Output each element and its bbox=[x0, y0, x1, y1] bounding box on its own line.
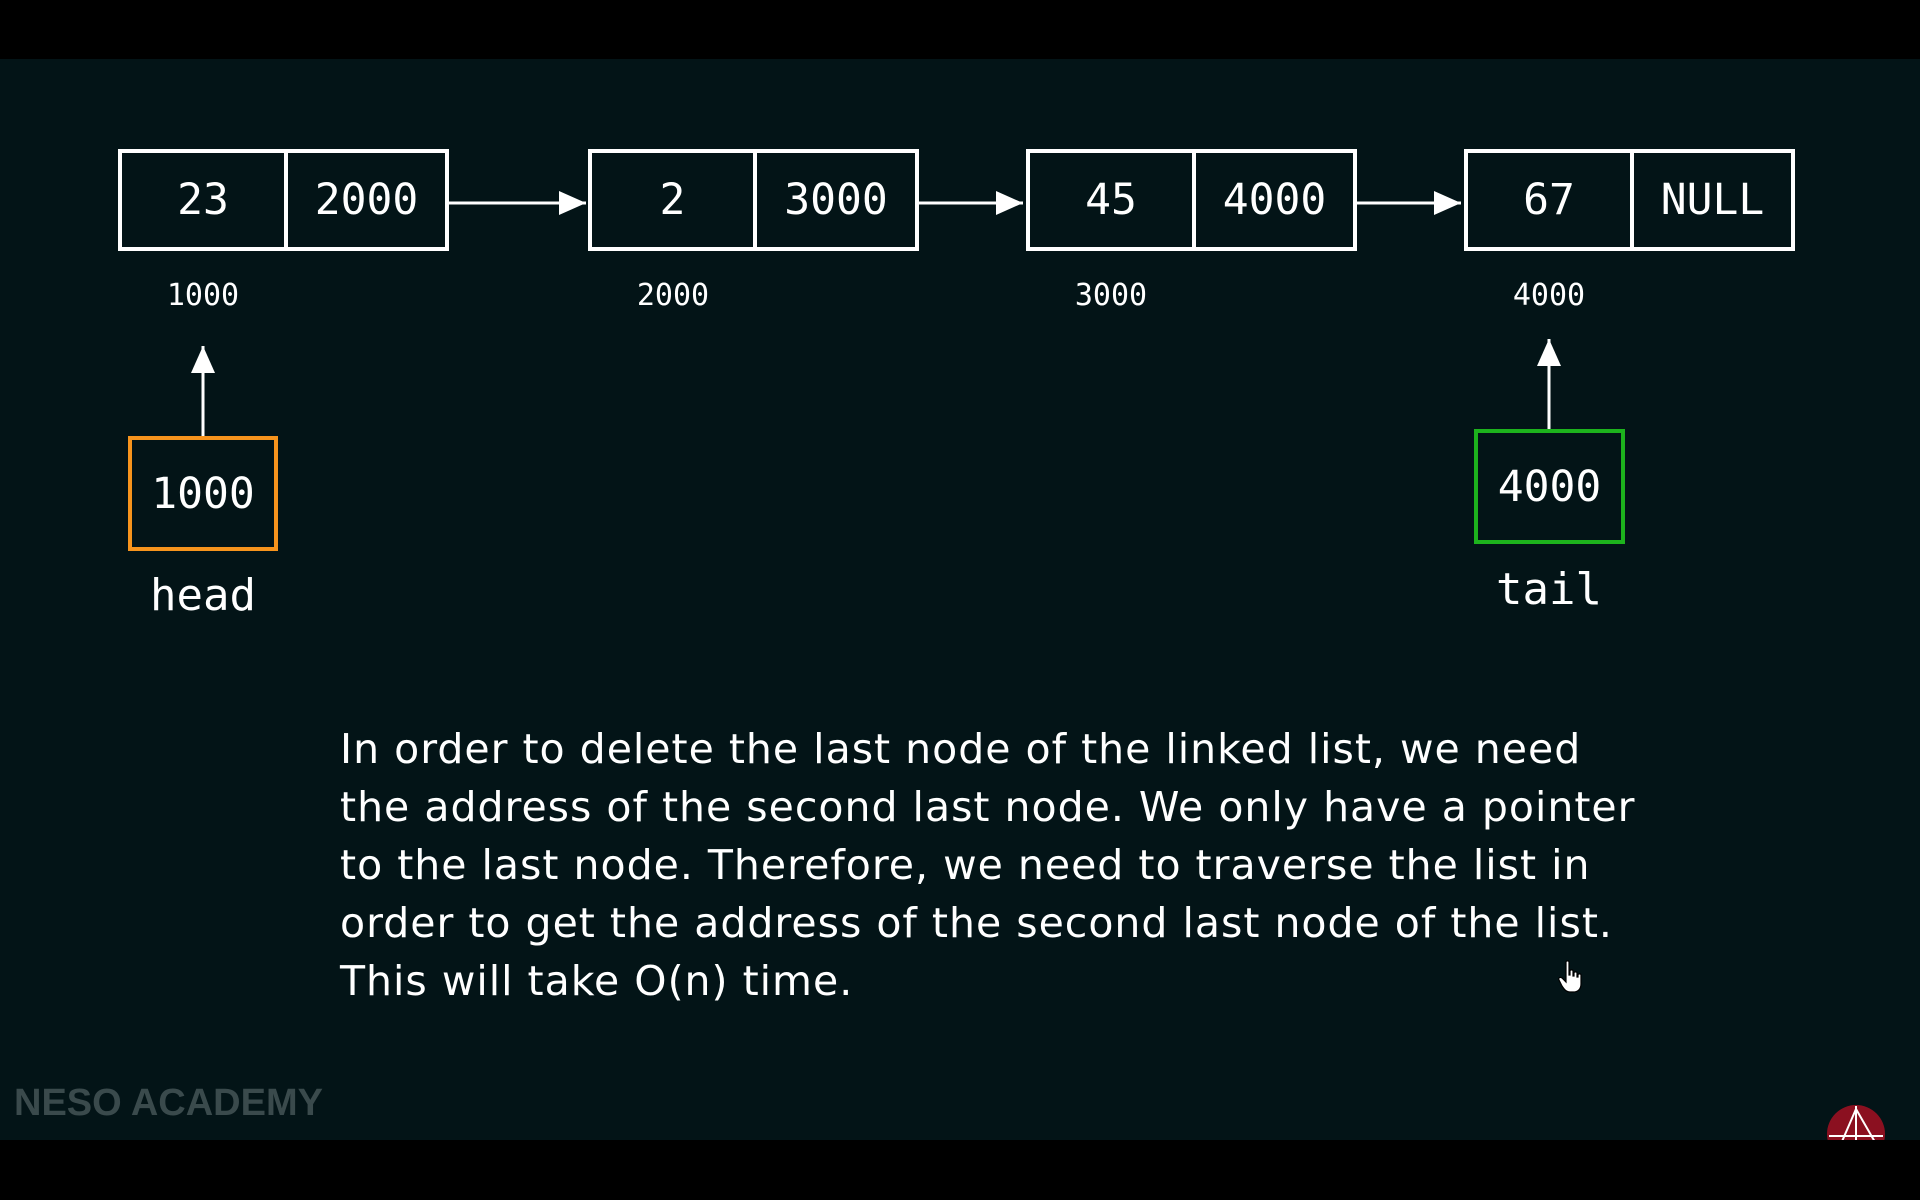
list-node-4: 67 NULL bbox=[1464, 149, 1795, 251]
list-node-2: 2 3000 bbox=[588, 149, 919, 251]
letterbox-top bbox=[0, 0, 1920, 59]
explanation-line-3: to the last node. Therefore, we need to … bbox=[340, 841, 1591, 889]
tail-label: tail bbox=[1496, 564, 1602, 615]
hand-cursor-icon bbox=[1558, 960, 1582, 993]
explanation-line-2: the address of the second last node. We … bbox=[340, 783, 1636, 831]
node-1-address: 1000 bbox=[166, 278, 240, 313]
node-3-data: 45 bbox=[1030, 153, 1196, 247]
neso-academy-watermark: NESO ACADEMY bbox=[14, 1082, 323, 1124]
node-4-next: NULL bbox=[1660, 175, 1765, 225]
tail-pointer-box: 4000 bbox=[1474, 429, 1625, 544]
head-label: head bbox=[150, 570, 256, 621]
node-3-next: 4000 bbox=[1222, 175, 1327, 225]
list-node-3: 45 4000 bbox=[1026, 149, 1357, 251]
letterbox-bottom bbox=[0, 1140, 1920, 1200]
explanation-line-4: order to get the address of the second l… bbox=[340, 899, 1613, 947]
explanation-text: In order to delete the last node of the … bbox=[340, 720, 1670, 1010]
head-pointer-box: 1000 bbox=[128, 436, 278, 551]
list-node-1: 23 2000 bbox=[118, 149, 449, 251]
node-2-data: 2 bbox=[592, 153, 757, 247]
node-1-data: 23 bbox=[122, 153, 288, 247]
node-4-data: 67 bbox=[1468, 153, 1634, 247]
node-3-address: 3000 bbox=[1074, 278, 1148, 313]
node-4-address: 4000 bbox=[1512, 278, 1586, 313]
explanation-line-5: This will take O(n) time. bbox=[340, 957, 854, 1005]
node-1-next: 2000 bbox=[314, 175, 419, 225]
node-2-address: 2000 bbox=[636, 278, 710, 313]
slide-canvas bbox=[0, 59, 1920, 1140]
node-2-next: 3000 bbox=[784, 175, 888, 225]
explanation-line-1: In order to delete the last node of the … bbox=[340, 725, 1582, 773]
